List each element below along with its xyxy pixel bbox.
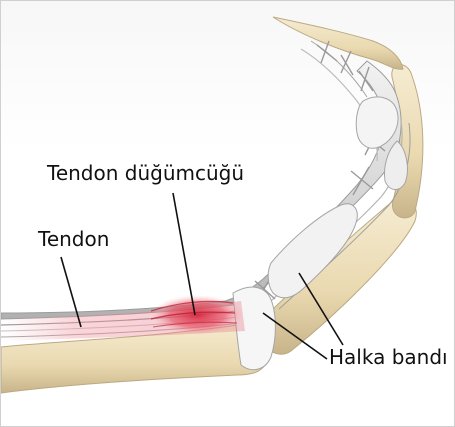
tendon-label: Tendon <box>38 229 109 249</box>
pulley-label: Halka bandı <box>329 347 448 367</box>
tendon-nodule <box>1 295 245 341</box>
tendon-nodule-label: Tendon düğümcüğü <box>47 163 244 183</box>
